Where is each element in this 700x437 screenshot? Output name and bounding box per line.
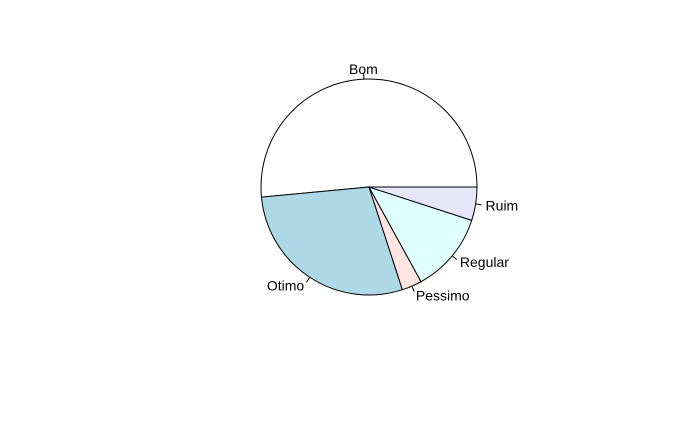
pie-slice-bom — [261, 79, 477, 197]
slice-label-ruim: Ruim — [486, 197, 519, 213]
slice-label-pessimo: Pessimo — [416, 287, 470, 303]
slice-label-bom: Bom — [349, 61, 378, 77]
slice-label-regular: Regular — [460, 254, 509, 270]
label-tick-ruim — [476, 204, 482, 205]
pie-slices — [261, 79, 477, 295]
label-tick-pessimo — [412, 286, 414, 292]
label-tick-regular — [452, 256, 457, 260]
label-tick-otimo — [306, 277, 309, 282]
slice-label-otimo: Otimo — [267, 278, 305, 294]
